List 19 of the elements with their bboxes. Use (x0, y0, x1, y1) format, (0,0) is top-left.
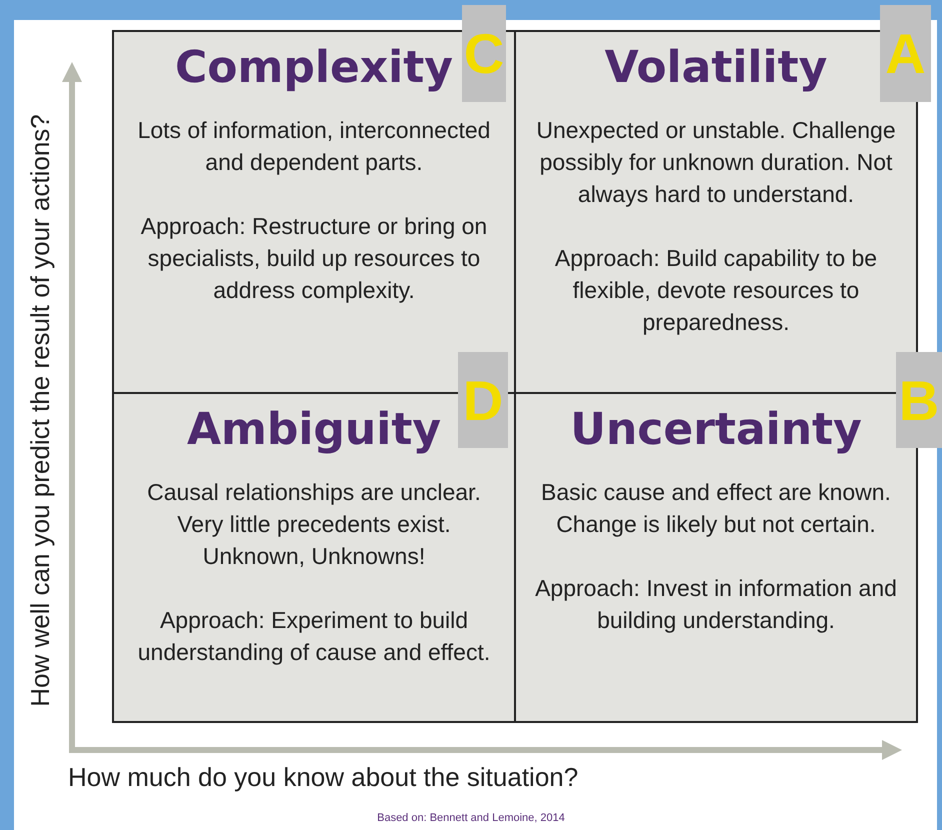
letter-badge: C (462, 5, 506, 102)
quadrant-description: Approach: Build capability to be flexible, devote resources to preparedness. (554, 244, 878, 337)
quadrant-heading: Volatility (604, 41, 828, 95)
quadrant-description: Basic cause and effect are known. Change is likely but not certain. (540, 478, 892, 539)
quadrant-description: Causal relationships are unclear. Very little precedents exist. Unknown, Unknowns! (146, 478, 482, 571)
quadrant-description: Approach: Experiment to build understanding of cause and effect. (136, 606, 492, 667)
source-caption: Based on: Bennett and Lemoine, 2014 (376, 812, 566, 824)
y-axis-label: How well can you predict the result of your actions? (24, 114, 56, 706)
x-axis-label: How much do you know about the situation? (68, 762, 578, 793)
quadrant-description: Lots of information, interconnected and dependent parts. (136, 116, 492, 177)
quadrant-heading: Uncertainty (570, 403, 862, 457)
quadrant-description: Unexpected or unstable. Challenge possibly for unknown duration. Not always hard to understand. (535, 116, 897, 209)
quadrant-heading: Ambiguity (186, 403, 442, 457)
quadrant-description: Approach: Invest in information and building understanding. (534, 574, 898, 635)
quadrant-heading: Complexity (175, 41, 453, 95)
letter-badge: A (880, 5, 931, 102)
quadrant-description: Approach: Restructure or bring on specialists, build up resources to address complexity. (140, 212, 488, 305)
letter-badge: D (458, 352, 508, 448)
letter-badge: B (896, 352, 942, 448)
